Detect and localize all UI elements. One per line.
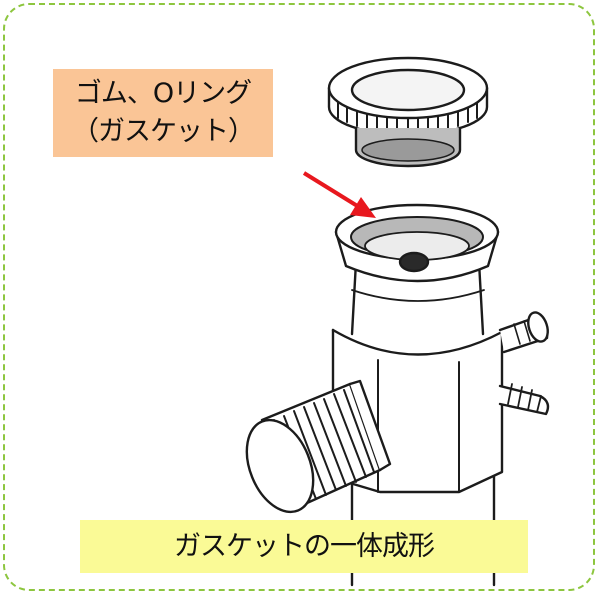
callout-line-1: ゴム、Oリング xyxy=(74,78,252,109)
pointer-arrow xyxy=(302,171,376,218)
gasket-callout-label: ゴム、Oリング （ガスケット） xyxy=(53,69,273,157)
dashed-frame xyxy=(3,3,595,591)
side-pin xyxy=(498,383,550,416)
caption-label: ガスケットの一体成形 xyxy=(80,520,528,573)
callout-line-2: （ガスケット） xyxy=(72,116,255,147)
side-nozzle xyxy=(498,311,549,354)
adjusting-knob xyxy=(245,379,392,514)
cap-nut xyxy=(327,56,489,168)
valve-body xyxy=(331,203,504,587)
